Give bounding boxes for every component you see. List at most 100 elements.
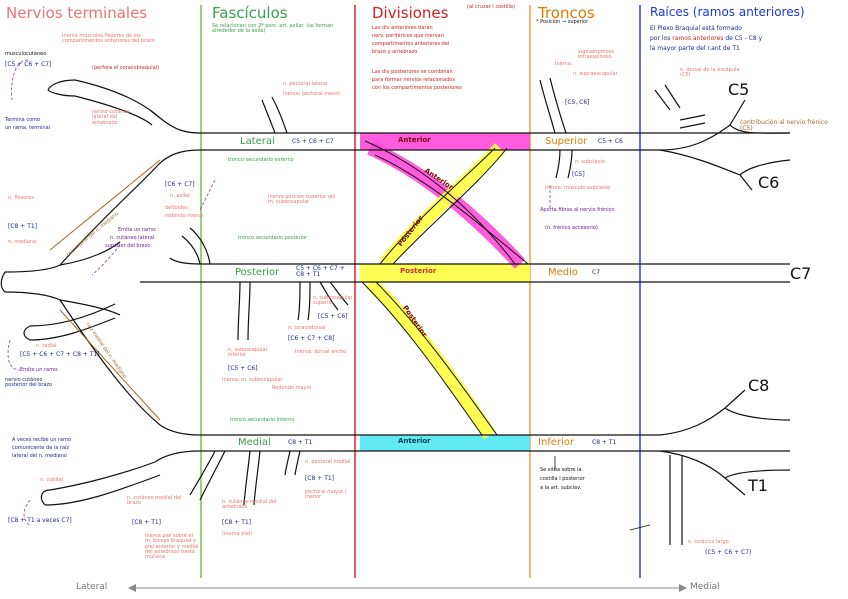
trunk-superior-roots: C5 + C6 (598, 138, 623, 145)
cubital-label: n. cubital (40, 477, 64, 483)
posterior-diagonal-upper (379, 143, 506, 269)
posterior-mid-highlight (360, 264, 530, 282)
termina-1: Termina como (5, 117, 41, 123)
fasciculos-note: Se relacionan con 2ª porc. art. axilar. … (212, 23, 334, 35)
inerva-dorsal: Inerva: dorsal ancho (295, 349, 347, 355)
div-note-4: brazo y antebrazo (372, 49, 418, 55)
subclavio-label: n. subclavio (575, 159, 605, 165)
supraescapular-label: n. supraescapular (573, 71, 618, 77)
toracodorsal-roots: [C6 + C7 + C8] (288, 335, 335, 342)
cord-lateral-roots: C5 + C6 + C7 (292, 138, 334, 145)
subclavio-root: [C5] (572, 171, 585, 178)
trunk-inferior: Inferior (538, 437, 575, 448)
div-note-6: para formar nervios relacionados (372, 77, 455, 83)
inerva-list: supraespinoso infraespinoso (578, 49, 615, 61)
inerva-piel-brazo: Inerva piel sobre el m. bíceps braquial … (145, 533, 199, 560)
header-nervios: Nervios terminales (6, 4, 148, 22)
supraescapular-roots: [C5, C6] (565, 99, 590, 106)
a-veces-2: comunicante de la raíz (12, 445, 70, 451)
subescapular-superior-label: n. subescapular superior (313, 295, 353, 307)
cord-medial: Medial (238, 437, 271, 448)
raices-intro-1: El Plexo Braquial está formado (650, 25, 742, 32)
root-c5: C5 (728, 80, 750, 99)
cutaneo-medial-antebrazo: n. cutáneo medial del antebrazo (222, 499, 277, 511)
footer-lateral: Lateral (76, 582, 108, 592)
c6c7-roots: [C6 + C7] (165, 181, 195, 188)
subesc-inf-roots: [C5 + C6] (228, 365, 258, 372)
radial-roots: [C5 + C6 + C7 + C8 + T1] (20, 351, 100, 358)
cord-medial-roots: C8 + T1 (288, 439, 313, 446)
root-c7: C7 (790, 264, 812, 283)
anterior-bottom-highlight (360, 435, 530, 451)
aporte-frenico-2: (n. frénico accesorio) (545, 225, 598, 231)
subclavio-inerva: Inerva: músculo subclavio (545, 185, 611, 191)
div-note-1: Las div anteriores darán (372, 25, 433, 31)
deltoides-label: deltoides (165, 205, 188, 211)
anterior-top-highlight (360, 133, 530, 150)
div-note-3: compartimentos anteriores del (372, 41, 450, 47)
posterior-diagonal-lower (365, 276, 496, 439)
div-note-5: Las div posteriores se combinan (372, 69, 453, 75)
toracico-largo-roots: (C5 + C6 + C7) (705, 549, 752, 556)
header-divisiones: Divisiones (372, 4, 449, 22)
musculocutaneo-label: musculocutáneo (5, 51, 47, 57)
toracodorsal-label: n. toracodorsal (288, 325, 326, 331)
emite-label: Emite un ramo: (20, 367, 59, 373)
inerva-pectoral-menor: Inerva: pectoral menor (283, 91, 341, 97)
roots-lines (654, 84, 791, 545)
escapular-label: n. dorsal de la escápula (C5) (680, 67, 740, 79)
mediano-label: n. mediano (8, 239, 37, 245)
cord-lines (200, 132, 790, 452)
pectoral-lateral-label: n. pectoral lateral (283, 81, 328, 87)
redondo-mayor: Redondo mayor (272, 385, 312, 391)
cutaneo-medial-brazo: n. cutáneo medial del brazo (127, 495, 182, 507)
termina-2: un rama. terminal (5, 125, 51, 131)
root-c8: C8 (748, 376, 770, 395)
pectoral-mayor-menor: pectoral mayor / menor (305, 489, 347, 501)
raices-intro-3: la mayor parte del r.ant de T1 (650, 45, 740, 52)
inerva-piel: (inerva piel) (222, 531, 253, 537)
terminal-branches (0, 79, 211, 506)
redondo-menor-label: redondo menor (165, 213, 204, 219)
raices-intro-2: por los ramos anteriores de C5 - C8 y (650, 35, 763, 42)
a-veces-3: lateral del n. mediano (12, 453, 67, 459)
entre-3: superior del brazo (105, 243, 151, 249)
n-flexores: n. flexores (8, 195, 34, 201)
cubital-roots: [C8 + T1 a veces C7] (8, 517, 72, 524)
posterior-mid: Posterior (400, 267, 437, 275)
trunk-inferior-roots: C8 + T1 (592, 439, 617, 446)
tronco-posterior: tronco secundario posterior (238, 235, 308, 241)
inferior-note-3: a la art. subclav. (540, 485, 582, 491)
cutaneo-lat-antebrazo: nervio cutáneo lateral del antebrazo (92, 109, 130, 126)
header-troncos: Troncos (538, 4, 595, 22)
anterior-top: Anterior (398, 136, 431, 144)
root-t1: T1 (748, 476, 768, 495)
inerva-subesc: Inerva: m. subescapular (222, 377, 283, 383)
superior-note: * Posición → superior (536, 19, 589, 25)
trunk-medio-root: C7 (592, 269, 601, 276)
pectoral-medial-roots: [C8 + T1] (305, 475, 335, 482)
footer-medial: Medial (690, 582, 720, 592)
root-c6: C6 (758, 173, 780, 192)
divisiones-note: (al cruzar I costilla) (467, 4, 515, 10)
trunk-medio: Medio (548, 267, 579, 278)
trunk-superior: Superior (545, 136, 588, 147)
raiz-medial-line (59, 309, 161, 421)
subescapular-inferior-label: n. subescapular inferior (228, 347, 268, 359)
subesc-sup-roots: [C5 + C6] (318, 313, 348, 320)
raiz-lateral-line (49, 159, 161, 251)
fasciculos-branches (189, 96, 349, 506)
inerva-flexores: Inerva músculos flexores de los comparti… (62, 33, 155, 45)
header-fasciculos: Fascículos (212, 4, 288, 22)
frenico-label: contribución al nervio frénico (C5) (740, 119, 828, 133)
c8t1-roots: [C8 + T1] (8, 223, 38, 230)
axilar-label: n. axilar (170, 193, 191, 199)
entre-2: n. cutáneo lateral (110, 235, 155, 241)
toracico-largo-label: n. torácico largo (688, 539, 729, 545)
div-note-2: nerv. periféricos que inervan (372, 33, 444, 39)
a-veces-1: A veces recibe un ramo (12, 437, 72, 443)
cord-lateral: Lateral (240, 136, 275, 147)
antebrazo-roots: [C8 + T1] (222, 519, 252, 526)
